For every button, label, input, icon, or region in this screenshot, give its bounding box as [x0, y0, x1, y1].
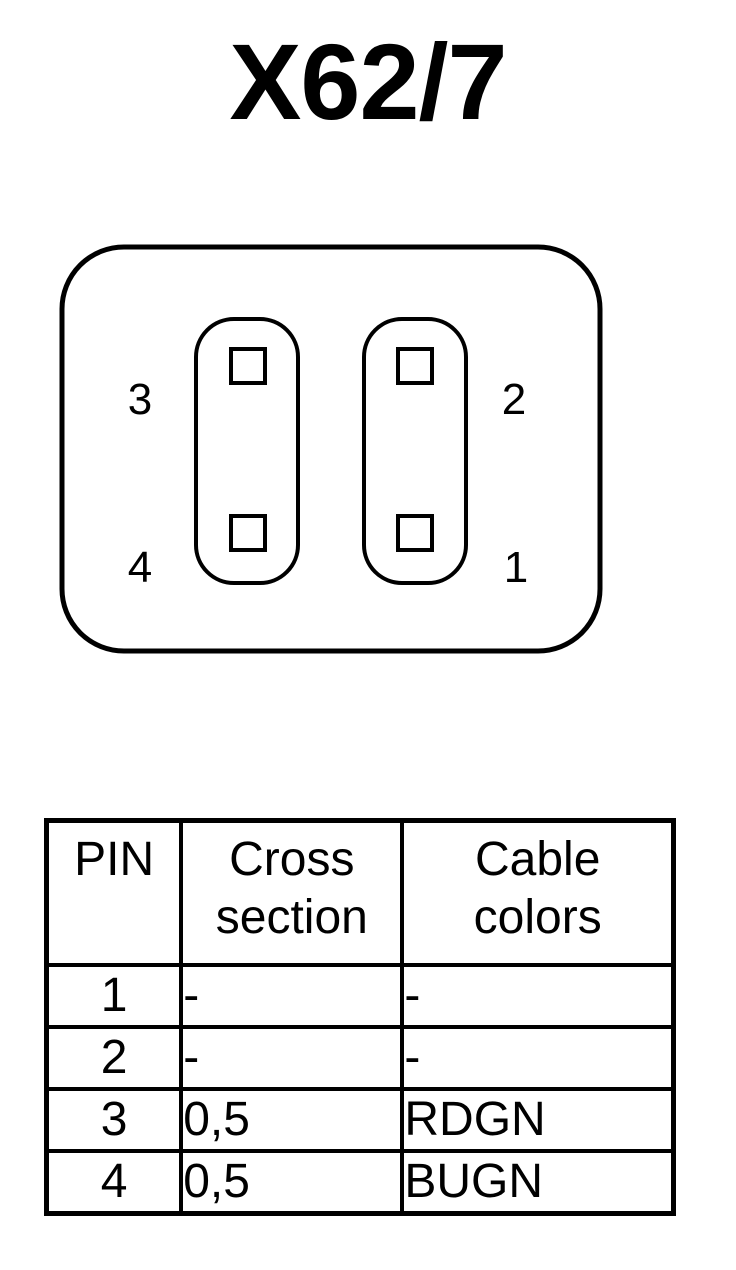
row-pin: 4: [44, 1149, 184, 1216]
row-cross-section: 0,5: [179, 1087, 405, 1153]
pin-label-1: 1: [504, 543, 528, 592]
row-cable-color: -: [400, 1025, 676, 1091]
header-cross-section-line2: section: [215, 891, 368, 944]
header-cross-section: Cross section: [179, 818, 405, 967]
table-row: 3 0,5 RDGN: [44, 1087, 676, 1153]
header-pin-label: PIN: [74, 833, 155, 886]
connector-title: X62/7: [229, 21, 507, 142]
header-pin: PIN: [44, 818, 184, 967]
left-pin-carrier: [194, 317, 300, 585]
row-cable-color: RDGN: [400, 1087, 676, 1153]
pin-contact-2: [396, 347, 434, 385]
row-cross-section: -: [179, 1025, 405, 1091]
header-cable-colors-line1: Cable: [474, 833, 601, 886]
table-row: 2 - -: [44, 1025, 676, 1091]
header-cable-colors: Cable colors: [400, 818, 676, 967]
pin-contact-1: [396, 514, 434, 552]
pin-label-4: 4: [128, 543, 152, 592]
pin-label-2: 2: [502, 375, 526, 424]
pin-assignment-table: PIN Cross section Cable colors 1 - - 2 -…: [44, 818, 676, 1216]
pin-label-3: 3: [128, 375, 152, 424]
pin-contact-4: [229, 514, 267, 552]
connector-housing: [59, 244, 603, 654]
row-cable-color: -: [400, 963, 676, 1029]
right-pin-carrier: [362, 317, 468, 585]
row-pin: 3: [44, 1087, 184, 1153]
row-cable-color: BUGN: [400, 1149, 676, 1216]
row-pin: 2: [44, 1025, 184, 1091]
row-pin: 1: [44, 963, 184, 1029]
table-row: 1 - -: [44, 963, 676, 1029]
pin-contact-3: [229, 347, 267, 385]
connector-diagram: 3 4 2 1: [59, 244, 603, 654]
table-header-row: PIN Cross section Cable colors: [44, 818, 676, 967]
header-cross-section-line1: Cross: [229, 833, 355, 886]
row-cross-section: -: [179, 963, 405, 1029]
table-row: 4 0,5 BUGN: [44, 1149, 676, 1216]
row-cross-section: 0,5: [179, 1149, 405, 1216]
header-cable-colors-line2: colors: [473, 891, 602, 944]
